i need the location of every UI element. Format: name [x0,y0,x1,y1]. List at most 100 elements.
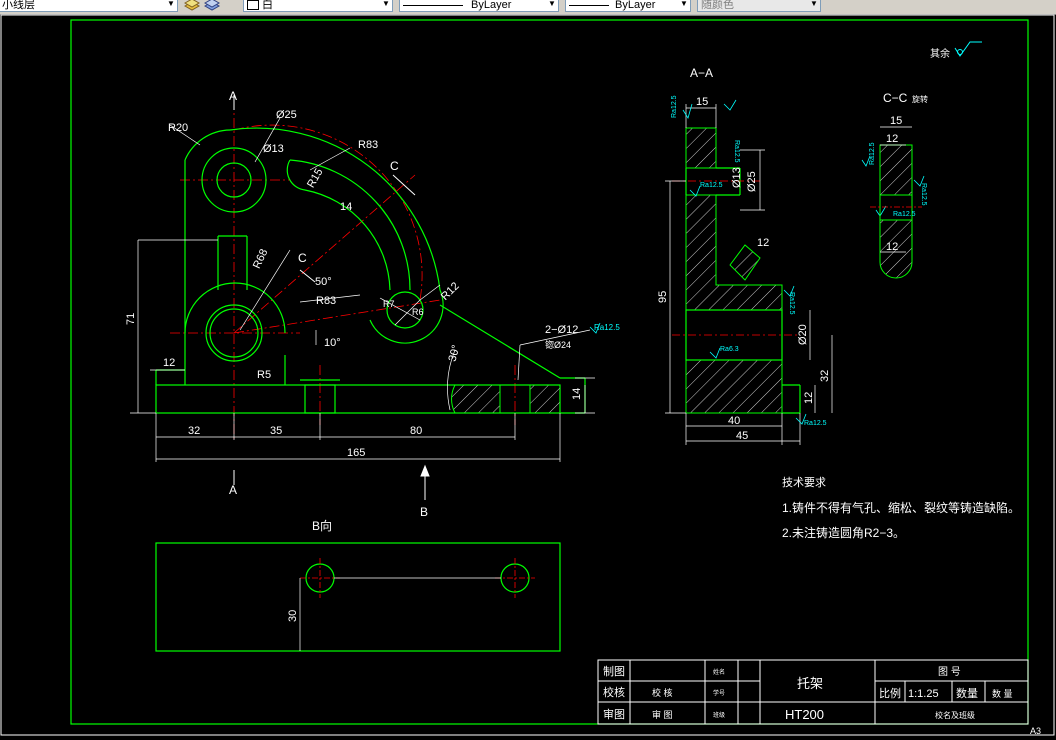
section-a-top-label: A [229,89,237,103]
section-aa-view: A−A [589,66,925,445]
cc-dim-15: 15 [890,115,902,127]
dim-165: 165 [347,447,365,459]
aa-dim-12: 12 [803,392,815,404]
plotstyle-dropdown-value: 随颜色 [701,0,734,11]
section-cc-title: C−C [883,91,908,105]
dim-r20: R20 [168,122,188,134]
aa-ra-hole: Ra12.5 [700,182,723,189]
requirements-line-1: 1.铸件不得有气孔、缩松、裂纹等铸造缺陷。 [782,500,1020,515]
aa-dim-45: 45 [736,430,748,442]
tb-r3-code: 班级 [713,711,725,719]
drawing-canvas[interactable]: A3 其余 [0,14,1056,740]
dim-80: 80 [410,425,422,437]
tb-r2-label: 校核 [603,685,625,699]
title-block: 制图 校核 审图 校 核 审 图 姓名 学号 班级 托架 HT200 图 号 比… [597,659,1029,725]
color-dropdown[interactable]: 白 ▼ [243,0,393,12]
tb-scale-value: 1:1.25 [908,688,939,700]
tb-material: HT200 [785,707,824,722]
cc-ra-mid: Ra12.5 [893,211,916,218]
color-swatch-icon [247,0,259,11]
section-c-lower-label: C [298,251,307,265]
tb-qty-label: 数量 [956,687,978,700]
aa-dim-32: 32 [819,370,831,382]
roughness-symbol-icon [954,41,982,57]
view-b-dim-30: 30 [287,610,299,622]
aa-ra-bore: Ra6.3 [720,346,739,353]
dim-32: 32 [188,425,200,437]
dim-10deg: 10° [324,337,341,349]
section-c-upper-label: C [390,159,399,173]
layer-dropdown-value: 小线层 [2,0,35,11]
chevron-down-icon[interactable]: ▼ [382,0,390,8]
chevron-down-icon[interactable]: ▼ [167,0,175,8]
main-view: A A B C C R20 Ø25 Ø13 R83 R15 R68 14 50°… [125,89,620,519]
tb-school: 校名及班级 [935,710,975,720]
layer-states-icon[interactable] [184,0,200,12]
dim-14-right: 14 [571,388,583,400]
aa-dim-15: 15 [696,96,708,108]
dim-holes: 2−Ø12 [545,324,578,336]
tb-r1-label: 制图 [603,665,625,678]
aa-ra-bottom: Ra12.5 [804,420,827,427]
tb-drawing-no-label: 图 号 [938,666,961,678]
section-a-bottom-label: A [229,483,237,497]
aa-dim-d13: Ø13 [731,167,743,188]
tb-r3-label: 审图 [603,707,625,721]
requirements-line-2: 2.未注铸造圆角R2−3。 [782,525,905,540]
dim-r68: R68 [251,247,270,270]
linetype-dropdown[interactable]: ByLayer ▼ [399,0,559,12]
cc-dim-12-bottom: 12 [886,241,898,253]
cc-ra-right: Ra12.5 [920,183,927,206]
aa-dim-95: 95 [657,291,669,303]
view-b-arrow-label: B [420,505,428,519]
tb-r1-code: 姓名 [713,668,725,676]
dim-r6: R6 [412,307,424,317]
tb-part-name: 托架 [797,676,823,691]
dim-12-left: 12 [163,357,175,369]
aa-ra-side: Ra12.5 [733,140,740,163]
requirements-heading: 技术要求 [782,476,826,489]
tb-r3-mid: 审 图 [652,709,673,720]
section-aa-title: A−A [690,66,713,80]
layer-dropdown[interactable]: 小线层 ▼ [0,0,178,12]
chevron-down-icon[interactable]: ▼ [548,0,556,8]
aa-dim-12-diag: 12 [757,237,769,249]
chevron-down-icon[interactable]: ▼ [810,0,818,8]
dim-d25: Ø25 [276,109,297,121]
lineweight-dropdown-value: ByLayer [615,0,656,11]
dim-50deg: 50° [315,276,332,288]
tb-qty-value: 数 量 [992,688,1013,699]
properties-toolbar: 小线层 ▼ 白 ▼ ByLayer ▼ ByLayer ▼ 随颜色 ▼ [0,0,1056,15]
view-b: B向 30 [155,518,561,652]
tb-r2-code: 学号 [713,689,725,697]
aa-dim-d25: Ø25 [746,171,758,192]
dim-r83-top: R83 [358,139,378,151]
dim-r7: R7 [383,299,395,309]
view-b-title: B向 [312,518,332,533]
dim-r83-mid: R83 [316,295,336,307]
dim-hole-ra: Ra12.5 [594,323,620,332]
plotstyle-dropdown[interactable]: 随颜色 ▼ [697,0,821,12]
dim-71: 71 [125,313,137,325]
lineweight-line-icon [569,4,609,6]
base-hatch [451,384,561,414]
drawing-frame [70,19,1029,725]
linetype-dropdown-value: ByLayer [471,0,512,11]
cc-ra-left: Ra12.5 [869,142,876,165]
dim-counterbore: 锪Ø24 [545,339,571,350]
cc-dim-12-top: 12 [886,133,898,145]
technical-requirements: 技术要求 1.铸件不得有气孔、缩松、裂纹等铸造缺陷。 2.未注铸造圆角R2−3。 [782,476,1020,540]
aa-ra-top: Ra12.5 [671,95,678,118]
roughness-note: 其余 [930,47,950,60]
aa-dim-40: 40 [728,415,740,427]
tb-scale-label: 比例 [879,686,901,700]
section-cc-suffix: 旋转 [912,94,928,104]
dim-d13: Ø13 [263,143,284,155]
linetype-line-icon [403,4,463,6]
lineweight-dropdown[interactable]: ByLayer ▼ [565,0,691,12]
sheet-border [0,14,1055,736]
layer-previous-icon[interactable] [204,0,220,12]
aa-ra-mid: Ra12.5 [788,292,795,315]
chevron-down-icon[interactable]: ▼ [680,0,688,8]
color-dropdown-value: 白 [262,0,273,11]
